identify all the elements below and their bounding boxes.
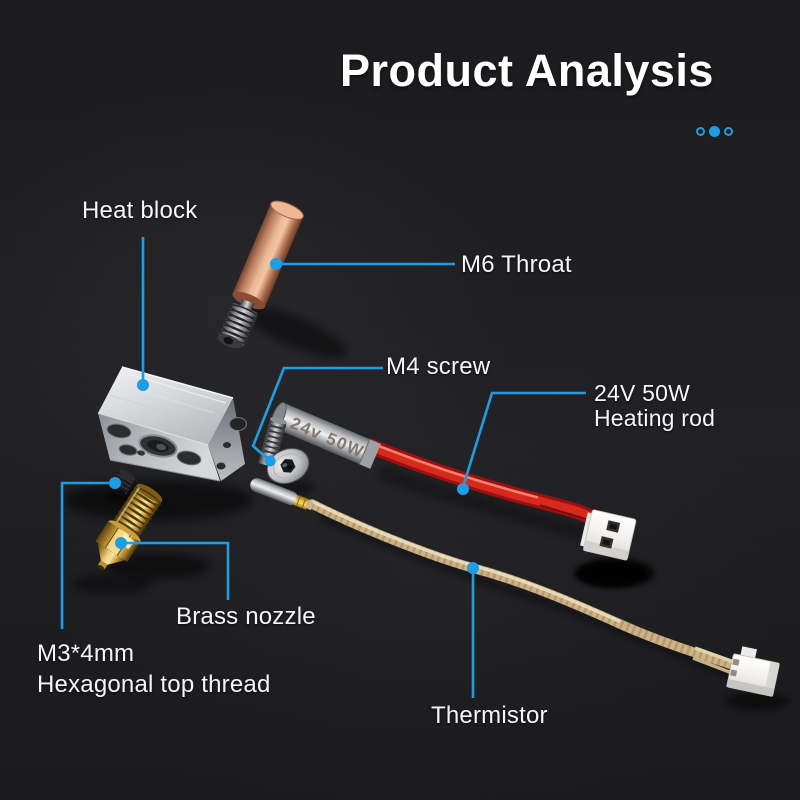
carousel-dot-3[interactable] xyxy=(724,126,733,136)
anchor-dot-heating-rod xyxy=(457,483,469,495)
anchor-dot-brass-nozzle xyxy=(115,537,127,549)
thermistor-wire-braid-texture xyxy=(309,499,735,670)
heater-cable-seam xyxy=(539,504,591,521)
heater-cable-red-core xyxy=(365,441,595,522)
label-brass-nozzle: Brass nozzle xyxy=(176,603,316,630)
m6-throat-photo xyxy=(217,200,304,349)
anchor-dot-m6-throat xyxy=(270,258,282,270)
label-thermistor: Thermistor xyxy=(431,702,548,729)
label-heating-rod-line2: Heating rod xyxy=(594,405,716,431)
leader-m3-screw xyxy=(60,481,113,629)
thermistor-connector-photo xyxy=(726,646,780,697)
anchor-dot-heat-block xyxy=(137,379,149,391)
leader-heating-rod xyxy=(461,391,586,488)
thermistor-lead-2 xyxy=(692,656,733,675)
label-m3-screw: M3*4mm Hexagonal top thread xyxy=(37,638,271,700)
leader-m4-screw xyxy=(251,366,383,460)
carousel-dot-2[interactable] xyxy=(709,125,720,137)
callout-leader-lines xyxy=(60,237,586,698)
thermistor-lead-1 xyxy=(694,646,735,664)
label-m4-screw: M4 screw xyxy=(386,353,491,380)
thermistor-tip-photo xyxy=(250,478,314,511)
carousel-pagination xyxy=(696,124,733,138)
anchor-dot-m3-screw xyxy=(109,477,121,489)
label-heating-rod: 24V 50W Heating rod xyxy=(594,381,715,431)
leader-brass-nozzle xyxy=(124,541,230,600)
heater-connector-shadow xyxy=(576,561,648,587)
label-heat-block: Heat block xyxy=(82,197,198,224)
label-heating-rod-line1: 24V 50W xyxy=(594,380,691,406)
label-m6-throat: M6 Throat xyxy=(461,251,572,278)
label-m3-line2: Hexagonal top thread xyxy=(37,671,271,698)
anchor-dot-thermistor xyxy=(467,562,479,574)
thermistor-wire xyxy=(307,499,738,670)
page-title: Product Analysis xyxy=(340,45,714,96)
callout-anchor-dots xyxy=(109,258,479,574)
m4-screw-photo xyxy=(258,417,310,484)
heat-block-photo xyxy=(97,366,247,482)
carousel-dot-1[interactable] xyxy=(696,126,705,136)
anchor-dot-m4-screw xyxy=(264,455,276,467)
label-m3-line1: M3*4mm xyxy=(37,640,135,667)
heater-cable-highlight xyxy=(369,441,539,499)
heater-connector-photo xyxy=(580,509,637,561)
